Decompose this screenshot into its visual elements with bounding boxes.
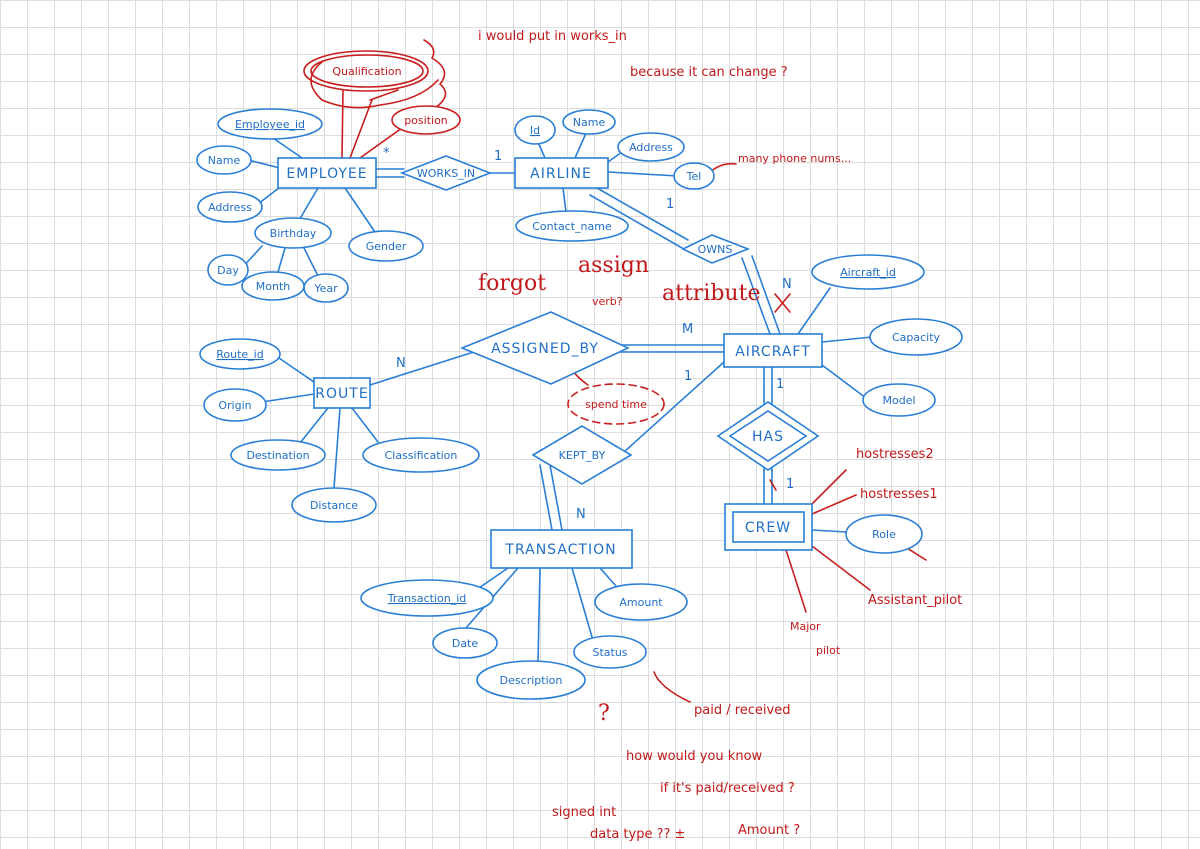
attributes: Employee_id Name Address Birthday Day Mo… [196, 108, 963, 700]
attr-aircraft-id: Aircraft_id [840, 266, 896, 279]
annotation-attribute: attribute [662, 281, 760, 306]
attr-month: Month [256, 280, 291, 293]
card-assigned-route: N [396, 356, 406, 371]
annotation-question: ? [598, 701, 610, 726]
card-kept-aircraft: 1 [684, 369, 692, 384]
attr-date: Date [452, 637, 479, 650]
entity-employee: EMPLOYEE [277, 157, 377, 189]
attr-status: Status [592, 646, 627, 659]
annotation-many-phone: many phone nums... [738, 152, 851, 165]
attr-day: Day [217, 264, 239, 277]
entity-transaction: TRANSACTION [490, 529, 633, 569]
attr-year: Year [313, 282, 338, 295]
attr-contact-name: Contact_name [532, 220, 612, 233]
annotation-how-line2: if it's paid/received ? [660, 781, 795, 796]
relationship-has-label: HAS [752, 429, 784, 445]
attr-classification: Classification [385, 449, 458, 462]
annotation-paid-received: paid / received [694, 703, 790, 718]
relationship-owns: OWNS [681, 234, 751, 264]
attr-employee-address: Address [208, 201, 252, 214]
relationship-assigned-by-label: ASSIGNED_BY [491, 341, 599, 357]
card-works-in-employee: * [383, 146, 390, 161]
annotation-qualification: Qualification [332, 65, 401, 78]
entity-airline: AIRLINE [514, 157, 609, 189]
attr-transaction-id: Transaction_id [387, 592, 466, 605]
attr-airline-address: Address [629, 141, 673, 154]
annotation-signed-line2: data type ?? ± [590, 827, 685, 842]
card-has-aircraft: 1 [776, 377, 784, 392]
annotation-hostresses1: hostresses1 [860, 487, 938, 502]
card-owns-airline: 1 [666, 197, 674, 212]
card-works-in-airline: 1 [494, 149, 502, 164]
annotation-pilot: pilot [816, 644, 841, 657]
card-assigned-aircraft: M [682, 322, 693, 337]
attr-employee-id: Employee_id [235, 118, 305, 131]
cardinalities: * 1 1 N N M 1 N 1 1 [383, 146, 794, 522]
relationship-has: HAS [716, 401, 820, 471]
attr-airline-id: Id [530, 124, 540, 137]
attr-capacity: Capacity [892, 331, 941, 344]
attr-gender: Gender [366, 240, 407, 253]
annotation-signed-line1: signed int [552, 805, 616, 820]
relationship-works-in-label: WORKS_IN [417, 167, 475, 180]
relationship-assigned-by: ASSIGNED_BY [459, 311, 630, 385]
annotation-major: Major [790, 620, 821, 633]
card-owns-aircraft: N [782, 277, 792, 292]
annotation-assistant-pilot: Assistant_pilot [868, 593, 962, 608]
relationship-works-in: WORKS_IN [399, 155, 493, 191]
attr-description: Description [500, 674, 563, 687]
attr-employee-name: Name [208, 154, 241, 167]
annotation-works-in-comment-line1: i would put in works_in [478, 29, 627, 44]
entity-employee-label: EMPLOYEE [286, 166, 367, 182]
attr-origin: Origin [218, 399, 251, 412]
attr-airline-name: Name [573, 116, 606, 129]
relationship-kept-by-label: KEPT_BY [559, 449, 606, 462]
card-kept-transaction: N [576, 507, 586, 522]
annotation-signed-line3: Amount ? [738, 823, 800, 838]
attr-role: Role [872, 528, 896, 541]
annotation-position: position [404, 114, 448, 127]
annotations: Qualification position i would put in wo… [332, 29, 962, 842]
entity-crew: CREW [724, 503, 813, 551]
attr-distance: Distance [310, 499, 358, 512]
annotation-verb: verb? [592, 295, 623, 308]
card-has-crew: 1 [786, 477, 794, 492]
annotation-forgot: forgot [478, 271, 546, 296]
attr-amount: Amount [619, 596, 663, 609]
entity-aircraft: AIRCRAFT [723, 333, 823, 368]
annotation-hostresses2: hostresses2 [856, 447, 934, 462]
attr-tel: Tel [686, 170, 702, 183]
relationship-owns-label: OWNS [698, 243, 733, 256]
annotation-assign: assign [578, 253, 649, 278]
annotation-spend-time: spend time [585, 398, 647, 411]
attr-destination: Destination [246, 449, 309, 462]
entity-aircraft-label: AIRCRAFT [735, 344, 811, 360]
annotation-how-line1: how would you know [626, 749, 763, 764]
entity-route: ROUTE [313, 377, 371, 409]
annotation-works-in-comment-line2: because it can change ? [630, 65, 788, 80]
attr-birthday: Birthday [270, 227, 317, 240]
entity-transaction-label: TRANSACTION [504, 542, 616, 558]
relationship-kept-by: KEPT_BY [531, 425, 633, 485]
attr-model: Model [882, 394, 915, 407]
entity-route-label: ROUTE [315, 386, 368, 402]
entity-crew-label: CREW [745, 520, 791, 536]
attr-route-id: Route_id [216, 348, 263, 361]
entity-airline-label: AIRLINE [530, 166, 592, 182]
